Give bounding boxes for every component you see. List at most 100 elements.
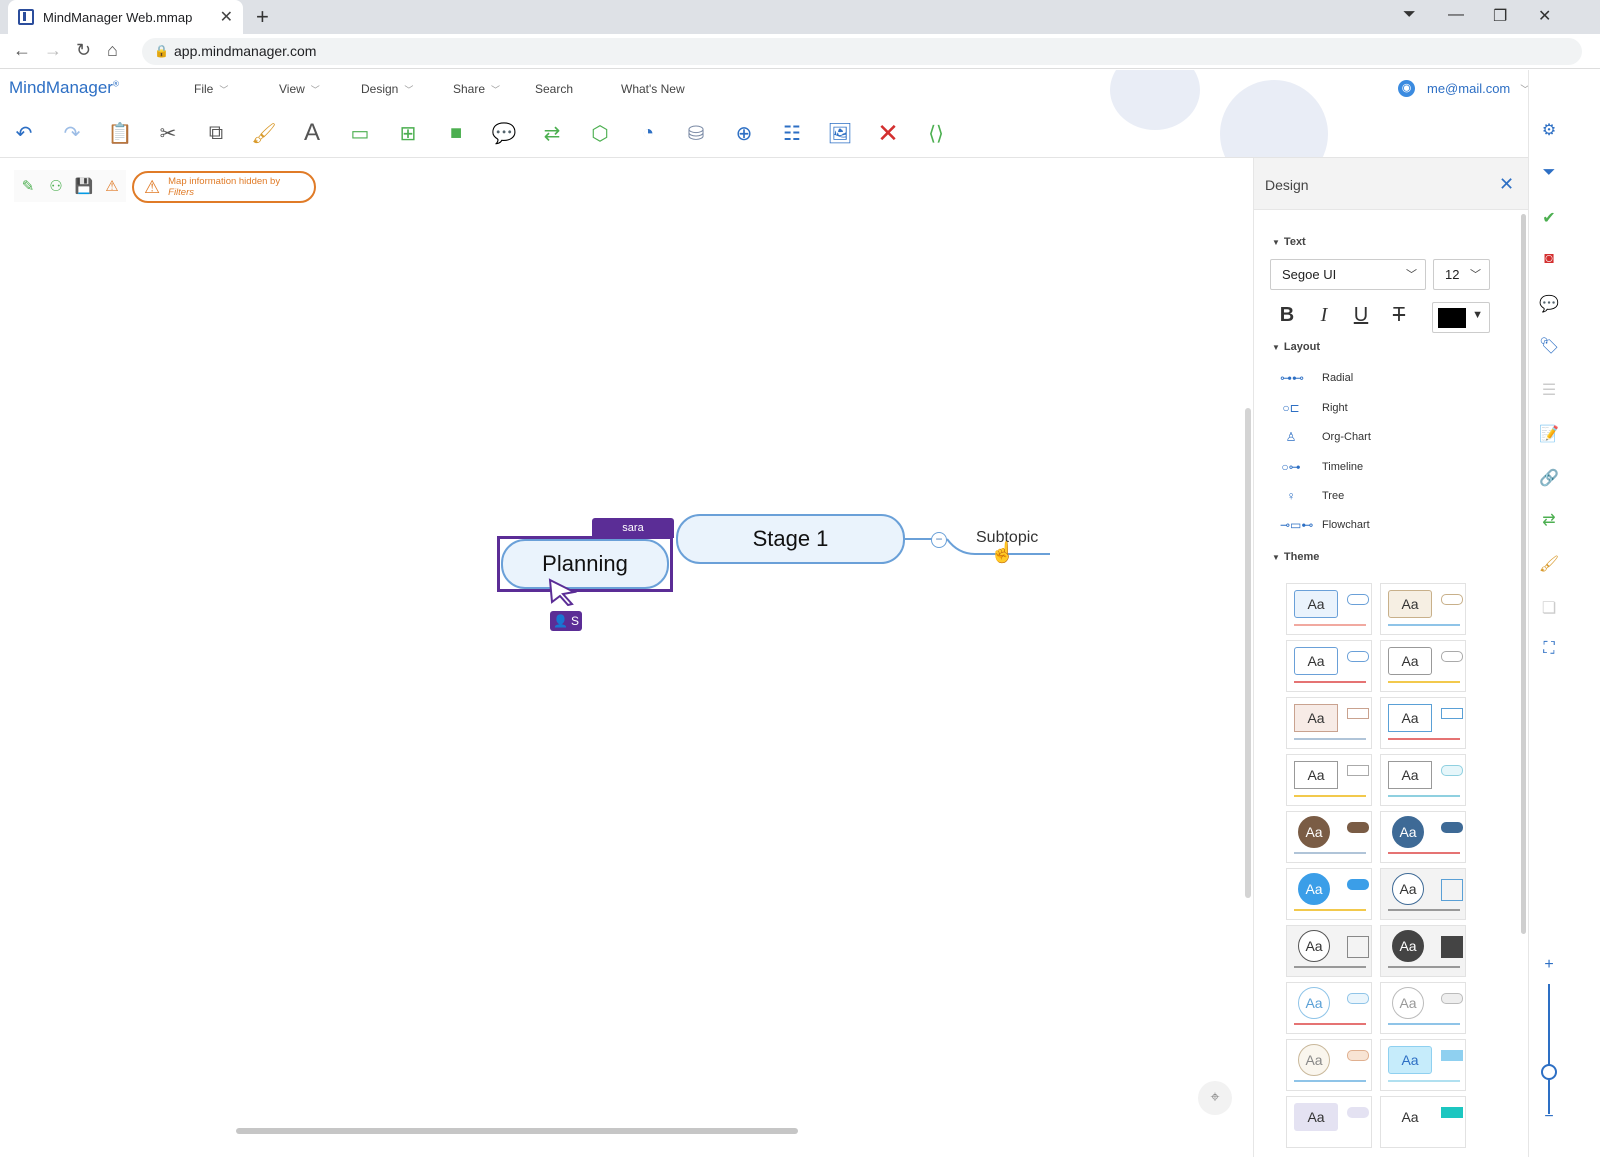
menu-file[interactable]: File﹀ (194, 82, 228, 96)
map-canvas[interactable]: ✎ ⚇ 💾 ⚠ ⚠ Map information hidden by Filt… (0, 158, 1253, 1157)
text-format-icon[interactable]: A (303, 119, 320, 146)
theme-option[interactable]: Aa (1286, 1039, 1372, 1091)
layout-org-chart[interactable]: ♙Org-Chart (1280, 427, 1371, 447)
insert-image-icon[interactable]: 🖼 (827, 122, 853, 145)
relationship-icon[interactable]: ⇄ (1542, 512, 1556, 529)
layout-radial[interactable]: ⊶⊷Radial (1280, 368, 1353, 388)
comment-icon[interactable]: 💬 (1539, 296, 1559, 313)
format-painter-icon[interactable]: 🖌 (251, 122, 277, 145)
paste-icon[interactable]: 📋 (107, 122, 133, 145)
panel-scrollbar[interactable] (1521, 214, 1526, 934)
warning-icon[interactable]: ⚠ (105, 178, 119, 195)
edit-status-icon[interactable]: ✎ (21, 178, 35, 195)
add-callout-icon[interactable]: 💬 (491, 122, 517, 145)
theme-option[interactable]: Aa (1286, 982, 1372, 1034)
menu-whats-new[interactable]: What's New (621, 82, 685, 96)
notes-icon[interactable]: 📝 (1539, 426, 1559, 443)
menu-design[interactable]: Design﹀ (361, 82, 413, 96)
browser-tab[interactable]: MindManager Web.mmap ✕ (8, 0, 243, 34)
theme-option[interactable]: Aa (1380, 1096, 1466, 1148)
font-color-select[interactable]: ▼ (1432, 302, 1490, 333)
redo-icon[interactable]: ↷ (63, 122, 81, 145)
italic-button[interactable]: I (1320, 304, 1328, 326)
gear-icon[interactable]: ⚙ (1541, 122, 1557, 139)
zoom-slider-handle[interactable] (1541, 1064, 1557, 1080)
theme-option[interactable]: Aa (1380, 925, 1466, 977)
add-tag-icon[interactable]: ⬡ (591, 122, 609, 145)
layout-flowchart[interactable]: ⊸▭⊷Flowchart (1280, 515, 1370, 535)
close-icon[interactable]: ✕ (1499, 174, 1515, 194)
theme-option[interactable]: Aa (1380, 697, 1466, 749)
section-layout[interactable]: Layout (1272, 341, 1320, 353)
section-theme[interactable]: Theme (1272, 551, 1319, 563)
topic-subtopic[interactable]: Subtopic (976, 529, 1039, 546)
theme-option[interactable]: Aa (1286, 811, 1372, 863)
cut-icon[interactable]: ✂ (159, 122, 177, 145)
theme-option[interactable]: Aa (1380, 640, 1466, 692)
layout-tree[interactable]: ♀Tree (1280, 486, 1345, 506)
saved-icon[interactable]: 💾 (74, 178, 94, 195)
theme-option[interactable]: Aa (1380, 811, 1466, 863)
filter-icon[interactable]: ⏷ (1542, 164, 1556, 181)
add-topic-icon[interactable]: ▭ (350, 122, 370, 145)
add-floating-topic-icon[interactable]: ■ (449, 121, 463, 144)
font-size-select[interactable]: 12 ﹀ (1433, 259, 1490, 290)
delete-icon[interactable]: ✕ (877, 117, 899, 148)
add-boundary-icon[interactable]: ⛁ (687, 122, 705, 145)
home-icon[interactable]: ⌂ (107, 40, 118, 60)
canvas-horizontal-scrollbar[interactable] (236, 1128, 798, 1134)
theme-option[interactable]: Aa (1380, 982, 1466, 1034)
layers-icon[interactable]: ❏ (1541, 600, 1557, 617)
add-subtopic-icon[interactable]: ⊞ (399, 122, 417, 145)
profile-dropdown-icon[interactable]: ⏷ (1403, 6, 1416, 23)
topic-stage-1[interactable]: Stage 1 (676, 514, 905, 564)
theme-option[interactable]: Aa (1286, 925, 1372, 977)
theme-option[interactable]: Aa (1286, 697, 1372, 749)
theme-option[interactable]: Aa (1286, 640, 1372, 692)
bold-button[interactable]: B (1279, 304, 1295, 326)
forward-icon[interactable]: → (44, 40, 62, 60)
tag-icon[interactable]: 🏷 (1538, 338, 1560, 355)
theme-option[interactable]: Aa (1286, 754, 1372, 806)
strikethrough-button[interactable]: T (1392, 304, 1406, 326)
collaborators-icon[interactable]: ⚇ (49, 178, 63, 195)
menu-share[interactable]: Share﹀ (453, 82, 500, 96)
close-window-icon[interactable]: ✕ (1538, 8, 1552, 25)
theme-option[interactable]: Aa (1380, 583, 1466, 635)
task-icon[interactable]: ◙ (1544, 250, 1554, 267)
share-icon[interactable]: ⟨⟩ (928, 122, 944, 145)
zoom-out-icon[interactable]: − (1544, 1108, 1554, 1125)
menu-view[interactable]: View﹀ (279, 82, 320, 96)
collapse-toggle[interactable]: − (931, 532, 947, 548)
map-locator-icon[interactable]: ⌖ (1198, 1081, 1232, 1115)
theme-option[interactable]: Aa (1286, 868, 1372, 920)
topic-planning[interactable]: Planning (501, 539, 669, 589)
theme-option[interactable]: Aa (1380, 868, 1466, 920)
fit-map-icon[interactable]: ⛶ (1543, 640, 1555, 657)
insert-table-icon[interactable]: ☷ (783, 122, 801, 145)
check-icon[interactable]: ✔ (1542, 210, 1556, 227)
close-tab-icon[interactable]: ✕ (219, 9, 233, 26)
list-icon[interactable]: ☰ (1541, 382, 1557, 399)
copy-icon[interactable]: ⧉ (208, 121, 224, 144)
add-relationship-icon[interactable]: ⇄ (543, 122, 561, 145)
canvas-vertical-scrollbar[interactable] (1245, 408, 1251, 898)
theme-option[interactable]: Aa (1286, 583, 1372, 635)
user-account[interactable]: ◉ me@mail.com ﹀ (1398, 80, 1530, 97)
theme-option[interactable]: Aa (1286, 1096, 1372, 1148)
menu-search[interactable]: Search (535, 82, 574, 96)
minimize-icon[interactable]: — (1448, 6, 1464, 23)
zoom-in-icon[interactable]: + (1544, 956, 1554, 973)
back-icon[interactable]: ← (13, 40, 31, 60)
new-tab-icon[interactable]: + (256, 4, 269, 29)
add-shape-icon[interactable]: ◔ (641, 121, 655, 144)
layout-timeline[interactable]: ○⊶Timeline (1280, 457, 1363, 477)
zoom-slider-track[interactable] (1548, 984, 1550, 1114)
theme-option[interactable]: Aa (1380, 754, 1466, 806)
url-field[interactable]: 🔒 app.mindmanager.com (142, 38, 1582, 65)
font-family-select[interactable]: Segoe UI ﹀ (1270, 259, 1426, 290)
undo-icon[interactable]: ↶ (15, 122, 33, 145)
restore-icon[interactable]: ❐ (1493, 8, 1508, 25)
underline-button[interactable]: U (1353, 304, 1369, 326)
layout-right[interactable]: ○⊏Right (1280, 398, 1347, 418)
